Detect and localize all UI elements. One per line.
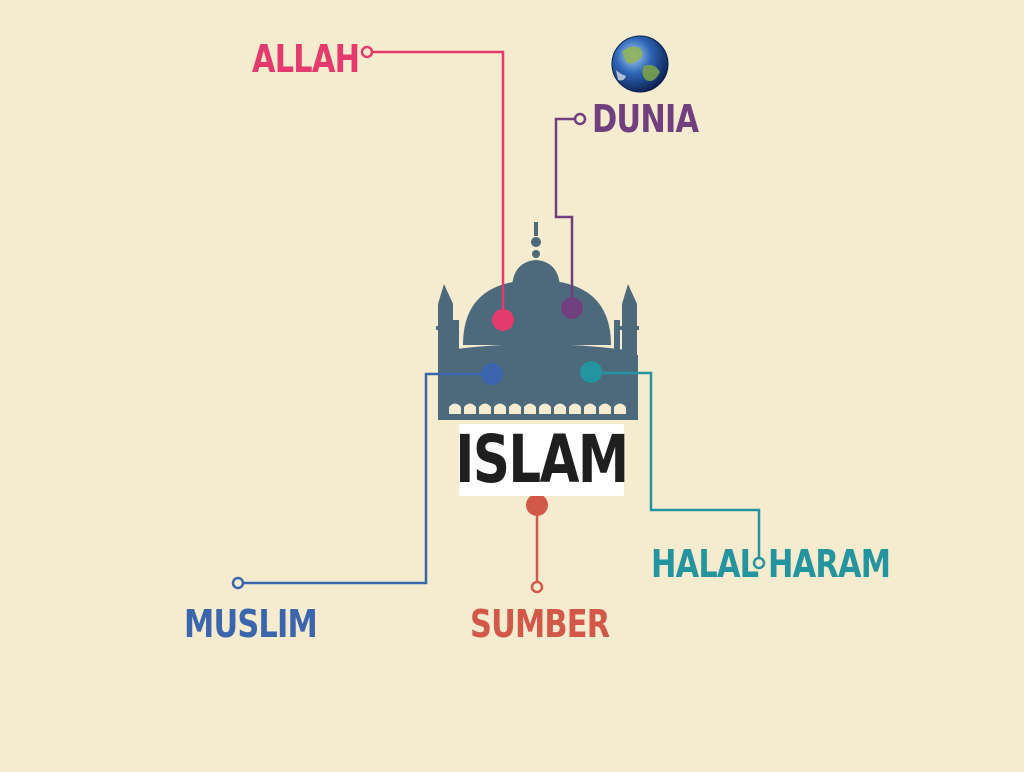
label-haram: HARAM bbox=[768, 545, 890, 583]
title-box: ISLAM bbox=[459, 424, 624, 496]
title: ISLAM bbox=[455, 427, 627, 493]
label-dunia: DUNIA bbox=[592, 100, 698, 138]
connector-sumber bbox=[526, 494, 548, 592]
node-dot-halal-haram bbox=[580, 361, 602, 383]
label-sumber: SUMBER bbox=[470, 605, 609, 643]
node-dot-dunia bbox=[561, 297, 583, 319]
crescent-icon bbox=[534, 209, 548, 223]
label-halal: HALAL bbox=[651, 545, 758, 583]
globe-icon bbox=[612, 36, 668, 92]
label-allah: ALLAH bbox=[252, 40, 359, 78]
label-muslim: MUSLIM bbox=[184, 605, 317, 643]
mosque-icon bbox=[436, 209, 639, 420]
connector-allah bbox=[362, 47, 514, 331]
node-dot-muslim bbox=[481, 363, 503, 385]
node-dot-allah bbox=[492, 309, 514, 331]
